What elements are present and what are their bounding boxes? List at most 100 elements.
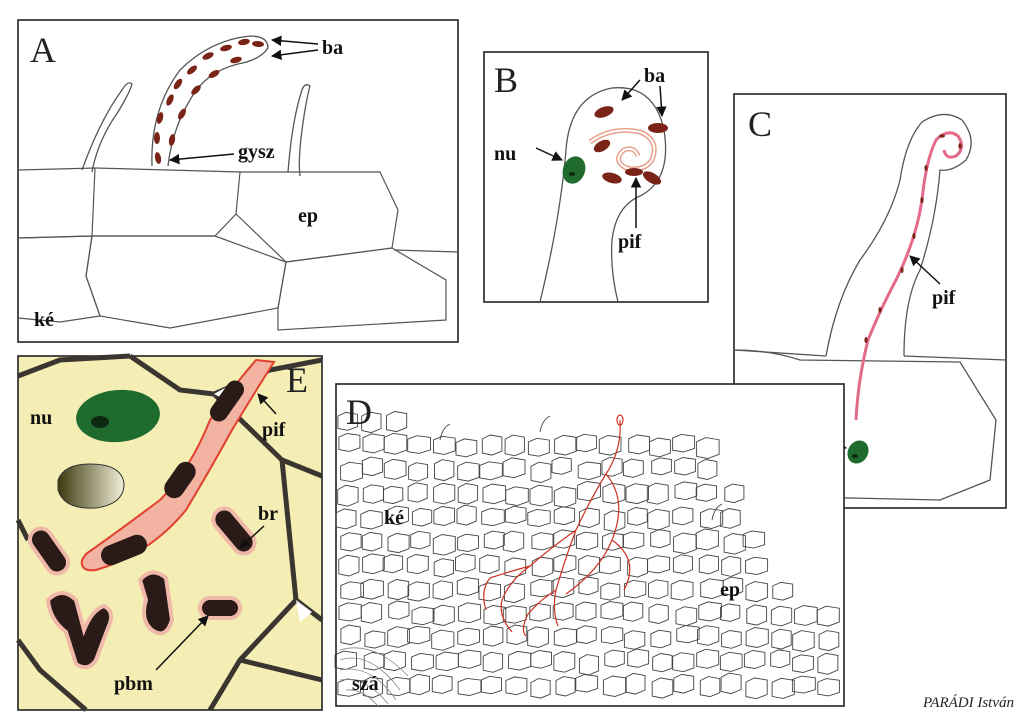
label-ba-a: ba	[322, 37, 343, 59]
cortex-cell	[770, 649, 791, 669]
cortex-cell	[457, 627, 480, 647]
cortex-cell	[407, 581, 430, 602]
cortex-cell	[409, 673, 430, 696]
panel-e: E nu pif br pbm	[15, 353, 324, 712]
cortex-cell	[481, 434, 503, 456]
cortex-cell	[720, 672, 742, 695]
cortex-cell	[743, 650, 766, 669]
cortex-cell	[555, 676, 576, 697]
vascular-strands-d	[339, 647, 409, 707]
cortex-cell	[337, 484, 359, 507]
cortex-cell	[388, 600, 410, 620]
cortex-cell	[504, 505, 527, 524]
cortex-cell	[406, 554, 429, 575]
cortex-cell	[676, 625, 700, 644]
cortex-cell	[649, 437, 671, 458]
panel-a-letter: A	[30, 30, 56, 70]
cortex-cell	[625, 483, 649, 505]
cortex-cell	[337, 678, 361, 697]
cortex-cell	[502, 457, 526, 479]
label-nu-e: nu	[30, 407, 52, 429]
cortex-cell	[387, 533, 410, 554]
nucleus-c	[847, 440, 869, 464]
label-pif-e: pif	[262, 419, 286, 441]
cortex-cell	[646, 482, 669, 505]
bacteria-a	[154, 38, 264, 164]
cortex-cell	[434, 459, 455, 482]
cortex-cell	[672, 506, 694, 526]
cortex-cell	[530, 578, 554, 598]
cortex-cell	[407, 435, 431, 454]
cortex-cell	[407, 482, 428, 503]
cortex-cell	[455, 553, 476, 573]
label-ba-b: ba	[644, 65, 665, 87]
cortex-cell	[599, 555, 621, 575]
cortex-cell	[504, 434, 525, 457]
cortex-cell	[482, 625, 504, 647]
cortex-cell	[672, 554, 693, 574]
cortex-cell	[362, 676, 383, 699]
cortex-cell	[627, 556, 648, 578]
infection-threads-d	[483, 419, 631, 637]
cortex-cell	[575, 433, 598, 453]
cortex-cell	[670, 579, 694, 601]
cortex-cell	[363, 651, 385, 671]
cortex-cell	[479, 461, 503, 481]
cortex-cell	[361, 456, 384, 477]
vacuole-e	[57, 463, 125, 509]
cortex-cell	[433, 506, 455, 526]
label-ep-d: ep	[720, 579, 740, 601]
cortex-cell	[696, 648, 720, 669]
cortex-cell	[817, 678, 840, 697]
cortex-cell	[338, 433, 361, 452]
label-sza: szá	[352, 673, 379, 695]
cortex-cell	[623, 630, 646, 650]
cortex-cell	[721, 630, 742, 649]
cortex-cell	[383, 650, 406, 672]
cortex-cell	[578, 654, 599, 676]
label-pbm: pbm	[114, 673, 153, 695]
cortex-cell	[502, 530, 525, 553]
cortex-cell	[696, 437, 720, 459]
cortex-cell	[435, 651, 459, 672]
label-nu-b: nu	[494, 143, 516, 165]
label-pif-c: pif	[932, 287, 956, 309]
cortex-cell	[575, 674, 599, 693]
cortex-cell	[700, 508, 724, 529]
cortex-cell	[627, 648, 650, 668]
cortex-cell	[699, 676, 721, 698]
cortex-cell	[648, 579, 669, 600]
cortex-cell	[598, 435, 622, 456]
cortex-cell	[652, 653, 673, 673]
cortex-cell	[601, 456, 623, 477]
cortex-cell	[698, 554, 719, 575]
cortex-cell	[505, 676, 528, 696]
cortex-cell	[433, 482, 456, 505]
cortex-cell	[553, 506, 576, 526]
cortex-cell	[672, 652, 695, 673]
cortex-cell	[650, 629, 672, 649]
cortex-cell	[481, 675, 502, 695]
cortex-cell	[478, 582, 501, 602]
cortex-cell	[792, 654, 814, 673]
cortex-cell	[674, 481, 698, 501]
cortex-cell	[647, 508, 670, 531]
cortex-cell	[457, 649, 482, 669]
nucleus-e	[76, 389, 160, 443]
cortex-cell	[791, 675, 816, 694]
cortex-cell	[455, 438, 478, 458]
cortex-cell	[625, 672, 646, 695]
cortex-cell	[604, 649, 625, 668]
cortex-cell	[673, 673, 695, 694]
cortex-cell	[818, 630, 840, 652]
cortex-cell	[722, 576, 744, 596]
label-ke-d: ké	[384, 507, 404, 529]
cortex-cell	[771, 628, 792, 650]
cortex-cell	[792, 630, 815, 652]
cortex-cell	[504, 557, 527, 578]
cortex-cell	[383, 432, 408, 455]
cortex-cell	[771, 677, 795, 699]
cortex-cell	[382, 554, 404, 574]
cortex-cell	[745, 556, 769, 575]
cortex-cell	[576, 531, 599, 551]
